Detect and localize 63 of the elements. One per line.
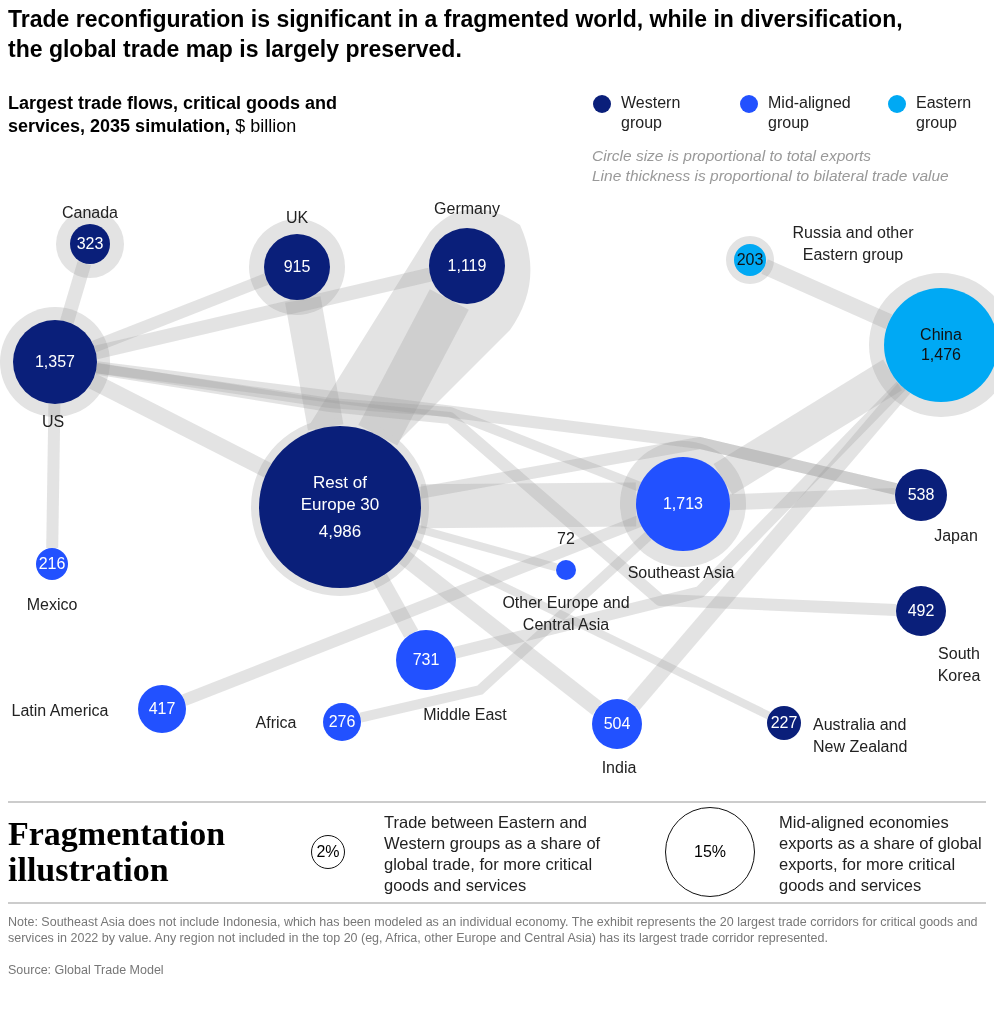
trade-flow-band — [729, 488, 896, 511]
trade-flow-band — [285, 296, 344, 431]
country-label: Germany — [433, 199, 501, 219]
country-label: Mexico — [25, 595, 79, 615]
trade-flow-band — [398, 550, 603, 715]
trade-flow-band — [60, 261, 91, 324]
trade-flow-band — [411, 538, 771, 720]
value-label: 1,476 — [920, 345, 961, 365]
value-label: 4,986 — [318, 522, 362, 542]
value-label: 1,713 — [662, 494, 703, 514]
description-text: Mid-aligned economies exports as a share of global exports, for more critical goods and services — [779, 812, 983, 896]
trade-flow-band — [420, 482, 637, 529]
country-label: UK — [284, 208, 310, 228]
value-label: 227 — [770, 713, 798, 733]
legend-label: Mid-aligned group — [768, 93, 852, 133]
value-label: 731 — [412, 650, 440, 670]
value-label: 216 — [38, 554, 66, 574]
value-label: 915 — [283, 257, 311, 277]
chart-note: Line thickness is proportional to bilateral trade value — [592, 166, 950, 186]
country-label: Africa — [254, 713, 298, 733]
country-label: Australia and New Zealand — [813, 715, 909, 757]
country-label: India — [600, 758, 638, 778]
chart-note: Circle size is proportional to total exports — [592, 146, 873, 166]
bubble-label: China — [920, 325, 962, 345]
legend-label: Eastern group — [916, 93, 973, 133]
country-label: US — [40, 412, 66, 432]
value-label: 203 — [736, 250, 764, 270]
legend-label: Western group — [621, 93, 682, 133]
value-label: 276 — [328, 712, 356, 732]
trade-flow-band — [182, 515, 642, 706]
country-label: Other Europe and Central Asia — [501, 593, 631, 635]
value-label: 538 — [907, 485, 935, 505]
description-text: Trade between Eastern and Western groups as a share of global trade, for more critical goods and services — [384, 812, 602, 896]
footnote: Note: Southeast Asia does not include Indonesia, which has been modeled as an individual economy. The exhibit represents the 20 largest trade corridors for critical goods and services in 2022 by value. Any region not included in the top 20 (eg, Africa, other Europe and Central Asia) has its largest trade corridor represented. — [8, 914, 979, 946]
value-label: 1,357 — [34, 352, 75, 372]
country-label: Middle East — [422, 705, 508, 725]
bubble-label: Rest of Europe 30 — [299, 472, 381, 516]
country-label: Japan — [933, 526, 979, 546]
value-label: 1,119 — [447, 256, 487, 276]
trade-flow-band — [761, 259, 893, 330]
trade-flow-band — [358, 289, 469, 446]
source-note: Source: Global Trade Model — [8, 962, 164, 978]
trade-flow-band — [453, 381, 906, 659]
country-label: Latin America — [10, 701, 110, 721]
trade-flow-band — [418, 437, 898, 499]
section-heading: Fragmentation illustration — [8, 816, 227, 888]
chart-subtitle: Largest trade flows, critical goods and services, 2035 simulation, $ billion — [8, 92, 339, 138]
trade-flow-band — [95, 362, 897, 616]
value-label: 323 — [76, 234, 104, 254]
chart-title: Trade reconfiguration is significant in a fragmented world, while in diversification, the global trade map is largely preserved. — [8, 5, 904, 64]
value-label: 417 — [148, 699, 176, 719]
trade-flow-band — [88, 373, 272, 478]
trade-flow-band — [359, 532, 652, 723]
country-label: Russia and other Eastern group — [791, 223, 915, 265]
value-label: 72 — [556, 529, 576, 549]
country-label: Southeast Asia — [626, 563, 736, 583]
trade-flow-band — [94, 267, 432, 360]
value-label: 504 — [603, 714, 631, 734]
trade-flow-band — [46, 403, 61, 549]
country-label: Canada — [60, 203, 119, 223]
value-label: 492 — [907, 601, 935, 621]
country-label: South Korea — [936, 644, 982, 686]
trade-flow-band — [416, 524, 558, 572]
